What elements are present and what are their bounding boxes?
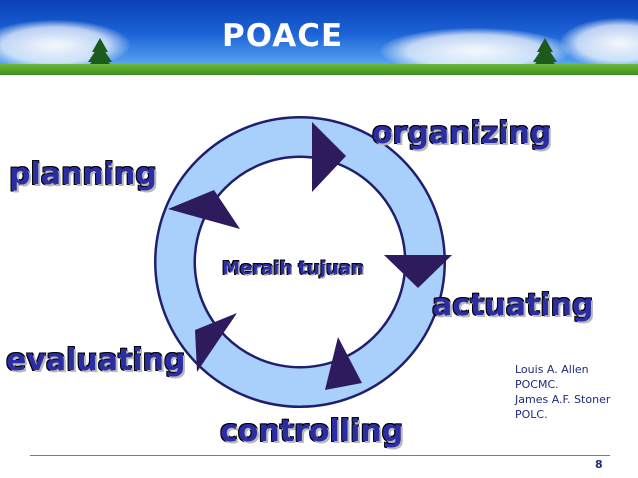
center-goal-label: Meraih tujuan bbox=[222, 258, 364, 279]
reference-line: POLC. bbox=[515, 408, 548, 421]
stage-controlling: controlling bbox=[220, 414, 404, 449]
grass-strip bbox=[0, 64, 638, 75]
slide-title: POACE bbox=[222, 18, 344, 54]
stage-planning: planning bbox=[9, 157, 157, 192]
page-number: 8 bbox=[595, 458, 603, 471]
arrow-to-evaluating bbox=[195, 313, 237, 372]
arrow-to-actuating bbox=[384, 255, 452, 288]
reference-line: James A.F. Stoner bbox=[515, 393, 611, 406]
arrow-to-organizing bbox=[312, 122, 346, 192]
stage-organizing: organizing bbox=[372, 116, 552, 151]
references-block: Louis A. Allen POCMC. James A.F. Stoner … bbox=[515, 362, 610, 422]
footer-divider bbox=[30, 455, 610, 456]
arrow-to-controlling bbox=[325, 337, 362, 390]
stage-actuating: actuating bbox=[432, 288, 594, 323]
reference-line: POCMC. bbox=[515, 378, 559, 391]
reference-line: Louis A. Allen bbox=[515, 363, 589, 376]
arrow-to-planning bbox=[168, 190, 240, 229]
slide-header: POACE bbox=[0, 0, 638, 75]
stage-evaluating: evaluating bbox=[6, 343, 186, 378]
